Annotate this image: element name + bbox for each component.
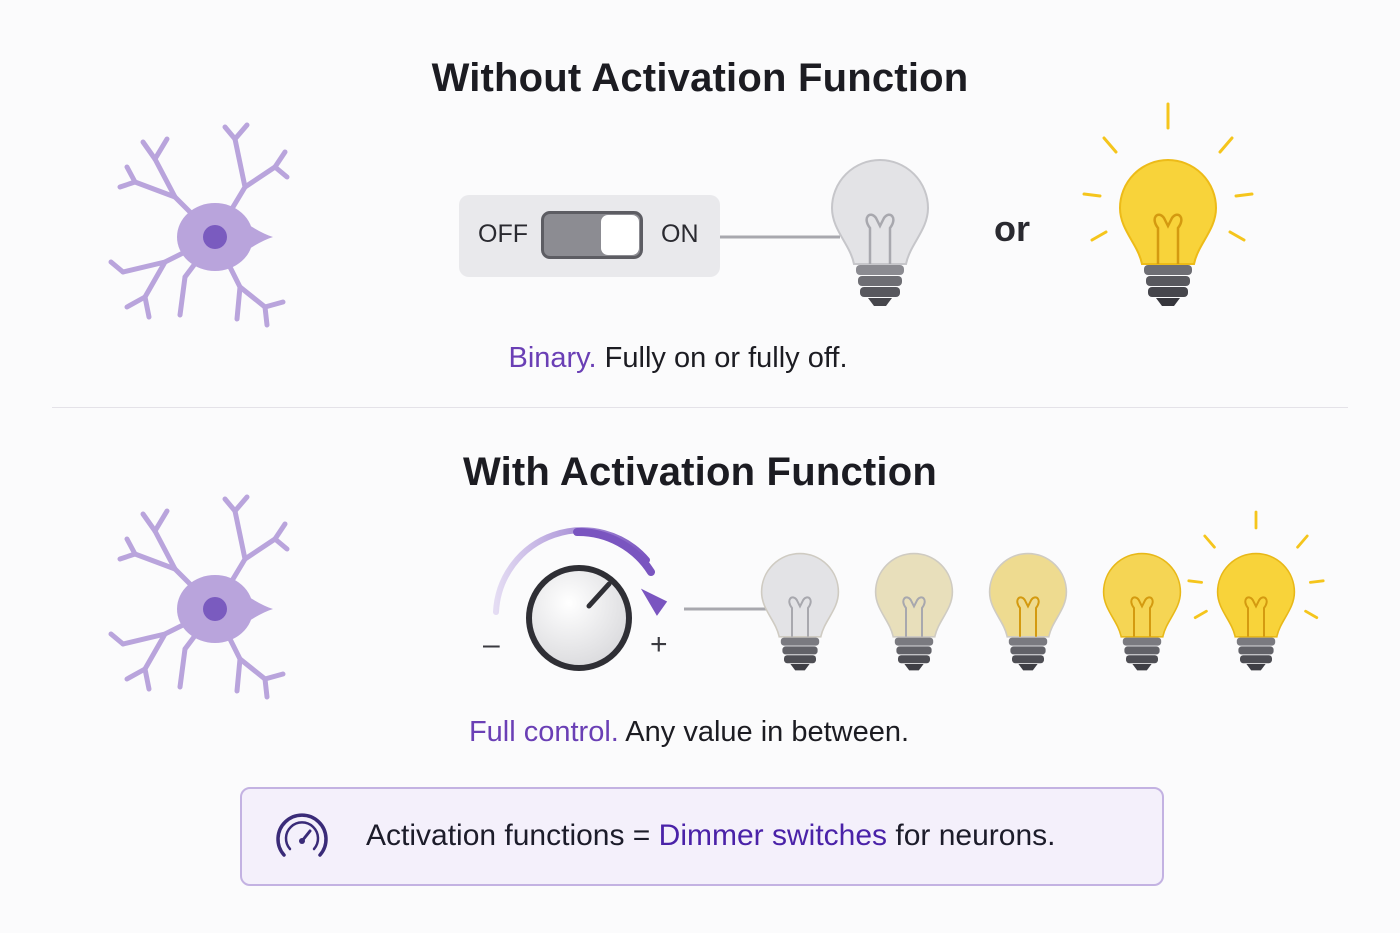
title-with-activation: With Activation Function	[462, 450, 938, 494]
caption-text: Fully on or fully off.	[604, 342, 848, 374]
banner-highlight: Dimmer switches	[658, 819, 888, 852]
neuron-icon	[108, 494, 290, 700]
title-without-activation: Without Activation Function	[431, 56, 969, 100]
switch-on-label: ON	[661, 220, 699, 248]
lightbulb-icon	[760, 552, 840, 671]
dial-minus-label: –	[483, 628, 500, 661]
banner-suffix: for neurons.	[887, 819, 1056, 852]
switch-off-label: OFF	[478, 220, 528, 248]
lightbulb-icon	[1102, 552, 1182, 671]
dial-plus-label: +	[650, 628, 668, 661]
caption-binary: Binary. Fully on or fully off.	[0, 342, 1378, 375]
dimmer-knob-icon	[493, 527, 668, 671]
toggle-knob	[601, 215, 639, 255]
lightbulb-icon	[1187, 510, 1325, 671]
caption-highlight: Binary.	[508, 342, 597, 374]
neuron-icon	[108, 122, 290, 328]
toggle-switch-icon[interactable]	[541, 211, 643, 259]
lightbulb-off-icon	[830, 159, 930, 306]
section-divider	[52, 407, 1348, 408]
caption-text: Any value in between.	[625, 716, 910, 748]
summary-banner: Activation functions = Dimmer switches f…	[240, 787, 1164, 886]
dial-icon	[276, 813, 328, 857]
banner-text: Activation functions = Dimmer switches f…	[366, 819, 1055, 853]
or-label: or	[994, 208, 1030, 249]
lightbulb-on-icon	[1082, 102, 1254, 306]
bulb-brightness-row	[760, 510, 1325, 671]
banner-prefix: Activation functions =	[366, 819, 659, 852]
caption-highlight: Full control.	[468, 716, 619, 748]
lightbulb-icon	[988, 552, 1068, 671]
lightbulb-icon	[874, 552, 954, 671]
caption-full-control: Full control. Any value in between.	[0, 716, 1389, 749]
